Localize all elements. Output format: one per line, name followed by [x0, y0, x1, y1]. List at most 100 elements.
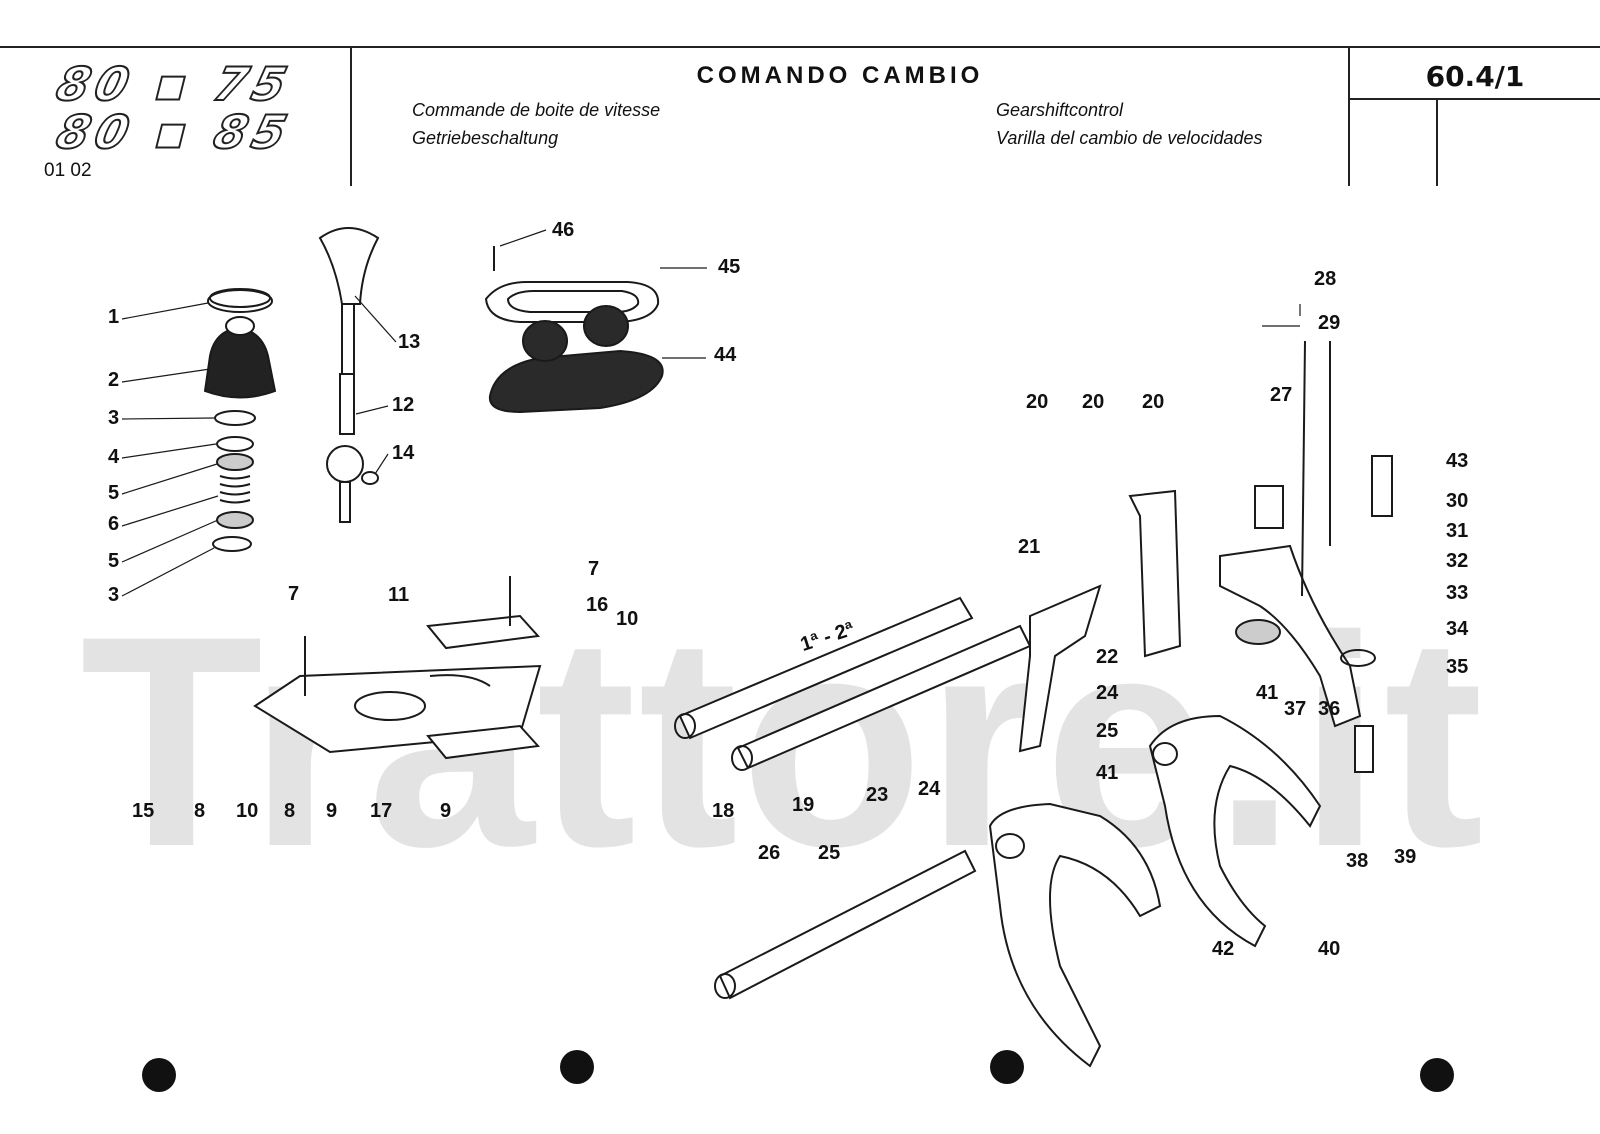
callout-11: 11 [388, 584, 410, 606]
callout-35: 35 [1446, 656, 1469, 678]
clamp-ring-part [207, 288, 273, 313]
shift-fork-part-right [1148, 714, 1322, 948]
bush-part [1235, 619, 1281, 645]
leader-lines [121, 229, 1301, 597]
rubber-boot-part [203, 316, 277, 399]
header-top-rule [0, 46, 1600, 48]
circlip-part-lower [212, 536, 252, 552]
callout-22: 22 [1096, 646, 1119, 668]
subtitle-spanish: Varilla del cambio de velocidades [996, 128, 1263, 148]
page-title: COMANDO CAMBIO [696, 62, 984, 89]
callout-20-c: 20 [1142, 391, 1165, 413]
callout-29: 29 [1318, 312, 1341, 334]
callout-45: 45 [718, 256, 741, 278]
model-logo: 80 ▪ 75 80 ▪ 85 [50, 56, 348, 160]
callout-19: 19 [792, 794, 815, 816]
lower-plate-part [426, 724, 541, 760]
callout-9-lower: 9 [440, 800, 452, 822]
callout-8: 8 [194, 800, 206, 822]
callout-15: 15 [132, 800, 155, 822]
header-divider-right [1348, 46, 1350, 186]
gear-lever-part [318, 227, 380, 523]
punch-hole-3 [990, 1050, 1024, 1084]
lever-pin-part [361, 471, 379, 485]
callout-23: 23 [866, 784, 889, 806]
callout-5-lower: 5 [108, 550, 120, 572]
shift-fork-part [988, 802, 1162, 1068]
selector-shaft-upper [674, 596, 974, 740]
callout-6: 6 [108, 513, 120, 535]
callout-25-lower: 25 [818, 842, 841, 864]
pin-part [1354, 725, 1374, 773]
callout-43: 43 [1446, 450, 1469, 472]
selector-plate-part [253, 664, 542, 754]
callout-8-lower: 8 [284, 800, 296, 822]
callout-12: 12 [392, 394, 415, 416]
model-logo-line-2: 80 ▪ 85 [50, 104, 299, 160]
callout-21: 21 [1018, 536, 1041, 558]
callout-28: 28 [1314, 268, 1337, 290]
callout-30: 30 [1446, 490, 1469, 512]
callout-25: 25 [1096, 720, 1119, 742]
exploded-parts-diagram: Trattore.it [0, 186, 1600, 1134]
subtitle-german: Getriebeschaltung [412, 128, 559, 148]
callout-37: 37 [1284, 698, 1307, 720]
callout-33: 33 [1446, 582, 1469, 604]
bushing-part-lower [216, 511, 254, 529]
selector-shaft-long [714, 849, 977, 1000]
punch-hole-1 [142, 1058, 176, 1092]
washer-part [216, 436, 254, 452]
punch-hole-4 [1420, 1058, 1454, 1092]
callout-42: 42 [1212, 938, 1235, 960]
callout-13: 13 [398, 331, 421, 353]
upper-plate-part [426, 614, 541, 650]
callout-38: 38 [1346, 850, 1369, 872]
callout-10: 10 [616, 608, 639, 630]
page-number-subdivider [1436, 98, 1438, 186]
callout-3: 3 [108, 407, 120, 429]
callout-26: 26 [758, 842, 781, 864]
callout-34: 34 [1446, 618, 1469, 640]
callout-14: 14 [392, 442, 415, 464]
callout-2: 2 [108, 369, 120, 391]
selector-lever-part [1128, 489, 1182, 658]
callout-1: 1 [108, 306, 120, 328]
callout-41: 41 [1256, 682, 1279, 704]
cover-plate-part [484, 246, 660, 323]
callout-36: 36 [1318, 698, 1341, 720]
selector-arm-part [1018, 584, 1102, 753]
model-logo-line-1: 80 ▪ 75 [50, 56, 299, 112]
callout-44: 44 [714, 344, 737, 366]
header-divider-left [350, 46, 352, 186]
subtitle-english: Gearshiftcontrol [996, 100, 1124, 120]
callout-20-a: 20 [1026, 391, 1049, 413]
callout-40: 40 [1318, 938, 1341, 960]
spring-part [219, 475, 251, 504]
subtitle-french: Commande de boite de vitesse [412, 100, 661, 120]
parts-drawing [121, 227, 1393, 1068]
gaiter-part [488, 305, 664, 414]
plunger-part [1371, 455, 1393, 517]
callout-31: 31 [1446, 520, 1469, 542]
page-number-rule [1348, 98, 1600, 100]
callout-24-lower: 24 [918, 778, 941, 800]
bushing-part [216, 453, 254, 471]
callout-7: 7 [588, 558, 600, 580]
washer-part-right [1340, 649, 1376, 667]
callout-7-left: 7 [288, 583, 300, 605]
callout-27: 27 [1270, 384, 1293, 406]
callout-3-lower: 3 [108, 584, 120, 606]
callout-4: 4 [108, 446, 120, 468]
callout-16: 16 [586, 594, 609, 616]
callout-24: 24 [1096, 682, 1119, 704]
punch-hole-2 [560, 1050, 594, 1084]
callout-39: 39 [1394, 846, 1417, 868]
callout-9: 9 [326, 800, 338, 822]
rod-part [1301, 340, 1306, 597]
callout-32: 32 [1446, 550, 1469, 572]
callout-46: 46 [552, 219, 575, 241]
document-code: 01 02 [44, 160, 92, 181]
selector-head-part [1219, 485, 1362, 728]
page-number: 60.4/1 [1425, 60, 1525, 93]
callout-41-lower: 41 [1096, 762, 1119, 784]
